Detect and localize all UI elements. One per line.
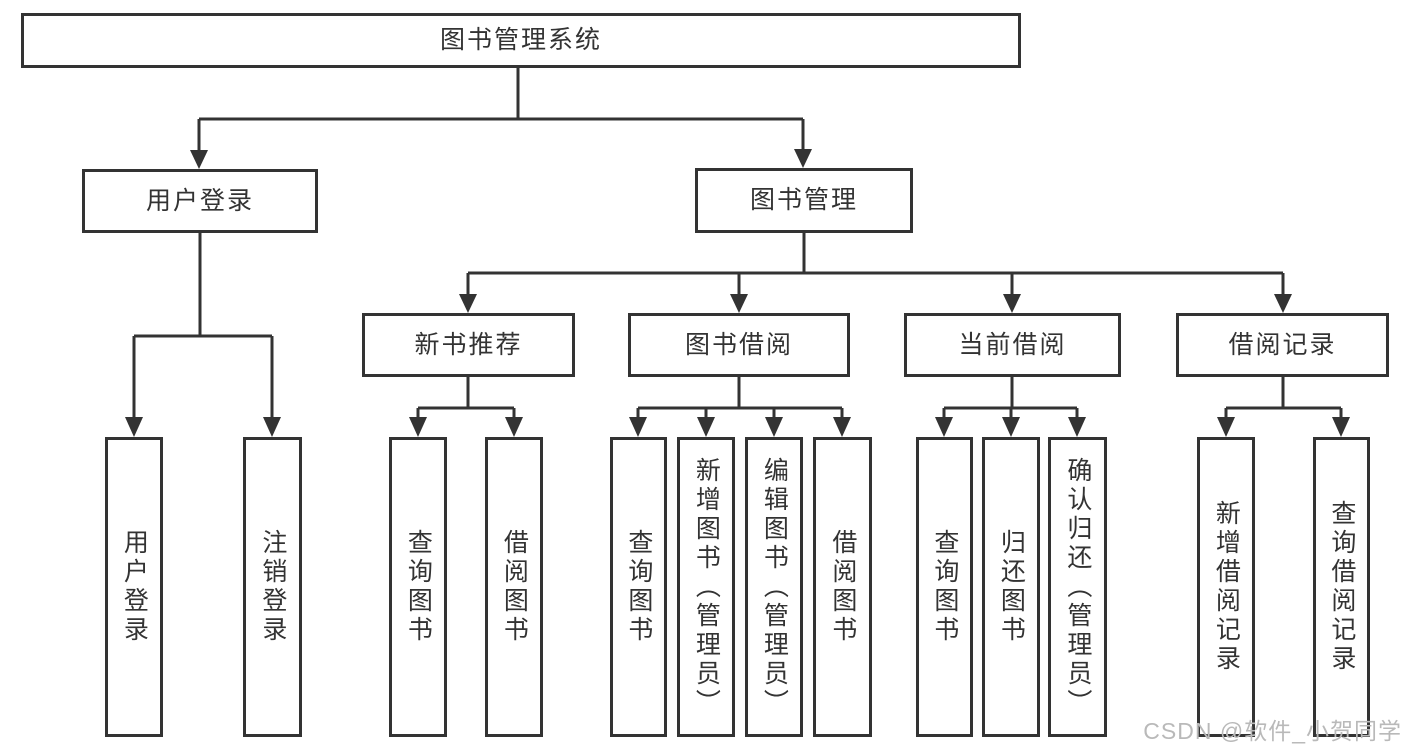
leaf-add-borrow-record: 新增借阅记录	[1197, 437, 1255, 737]
leaf-query-books-2: 查询图书	[610, 437, 667, 737]
edges-login	[125, 233, 281, 437]
node-book-borrow: 图书借阅	[628, 313, 850, 377]
node-book-mgmt: 图书管理	[695, 168, 913, 233]
leaf-borrow-books-1: 借阅图书	[485, 437, 543, 737]
leaf-user-login: 用户登录	[105, 437, 163, 737]
leaf-edit-books-admin: 编辑图书（管理员）	[745, 437, 803, 737]
edges-recommend	[409, 377, 523, 437]
leaf-logout: 注销登录	[243, 437, 302, 737]
node-user-login: 用户登录	[82, 169, 318, 233]
leaf-borrow-books-2: 借阅图书	[813, 437, 872, 737]
leaf-return-books: 归还图书	[982, 437, 1040, 737]
leaf-query-books-3: 查询图书	[916, 437, 973, 737]
leaf-query-books-1: 查询图书	[389, 437, 447, 737]
edges-mgmt	[459, 233, 1292, 313]
edges-root	[190, 68, 812, 169]
node-root: 图书管理系统	[21, 13, 1021, 68]
edges-borrow	[629, 377, 851, 437]
node-new-book-recommend: 新书推荐	[362, 313, 575, 377]
leaf-query-borrow-record: 查询借阅记录	[1313, 437, 1370, 737]
leaf-add-books-admin: 新增图书（管理员）	[677, 437, 735, 737]
leaf-confirm-return-admin: 确认归还（管理员）	[1048, 437, 1107, 737]
node-current-borrow: 当前借阅	[904, 313, 1121, 377]
edges-current	[935, 377, 1086, 437]
node-borrow-records: 借阅记录	[1176, 313, 1389, 377]
edges-records	[1217, 377, 1350, 437]
